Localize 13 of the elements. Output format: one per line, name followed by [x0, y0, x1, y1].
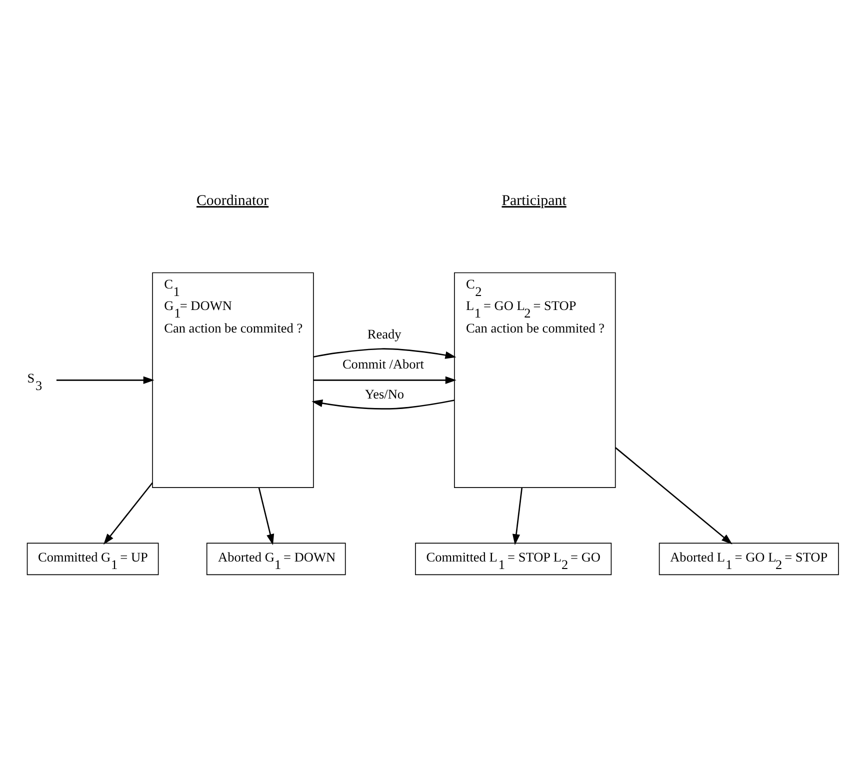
- arrow: [312, 399, 454, 410]
- arrow: [313, 348, 456, 359]
- label: Participant: [502, 193, 566, 210]
- arrow: [314, 376, 456, 384]
- edge-label: Yes/No: [364, 386, 404, 402]
- arrow: [56, 376, 154, 384]
- arrow: [615, 447, 732, 544]
- label: Coordinator: [196, 193, 269, 210]
- arrow: [512, 488, 523, 546]
- arrow: [258, 487, 274, 546]
- arrow: [103, 482, 153, 545]
- edge-label: Ready: [367, 326, 402, 342]
- edge-label: Commit /Abort: [342, 356, 424, 372]
